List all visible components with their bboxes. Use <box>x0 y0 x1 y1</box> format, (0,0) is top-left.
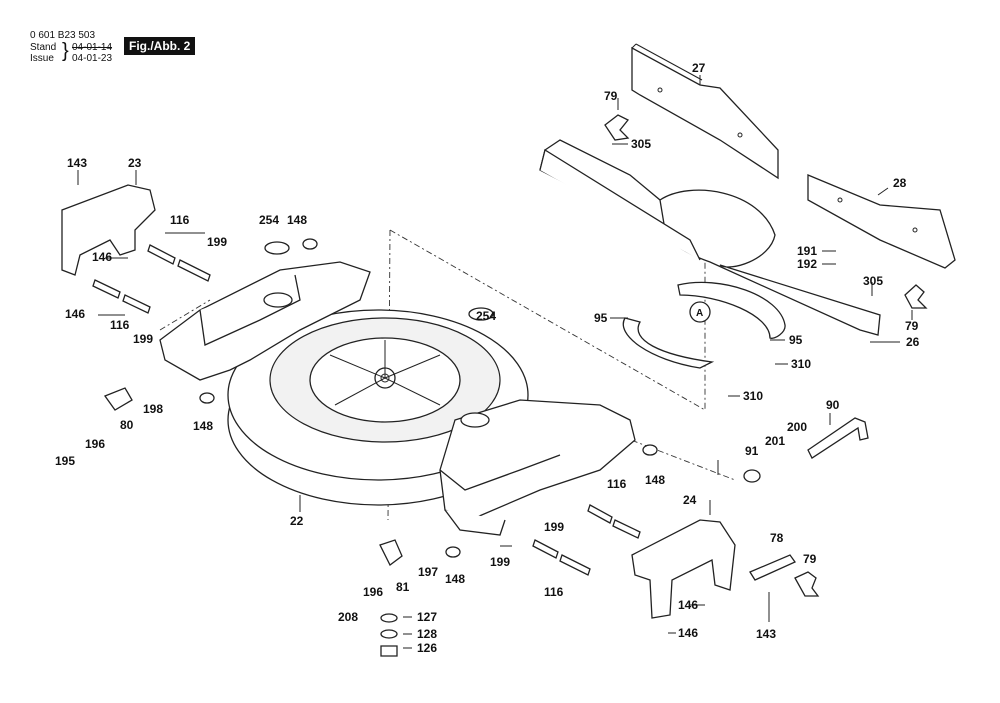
turntable <box>227 309 529 506</box>
foot-148-bottom <box>445 546 461 558</box>
callout-a: A <box>696 308 703 319</box>
callout-116a: 116 <box>170 213 190 227</box>
issue-label: Issue <box>30 53 54 64</box>
callout-208: 208 <box>338 610 358 624</box>
callout-200: 200 <box>787 420 807 434</box>
callout-197: 197 <box>418 565 438 579</box>
callout-148a: 148 <box>287 213 307 227</box>
brace-glyph: } <box>62 40 69 62</box>
callout-305a: 305 <box>631 137 651 151</box>
callout-90: 90 <box>826 398 840 412</box>
knob-91 <box>743 469 761 483</box>
callout-199a: 199 <box>207 235 227 249</box>
callout-80: 80 <box>120 418 134 432</box>
foot-148-top <box>302 238 318 250</box>
callout-95b: 95 <box>789 333 803 347</box>
callout-79b: 79 <box>905 319 919 333</box>
part-number: 0 601 B23 503 <box>30 30 96 41</box>
leader-lines <box>77 75 913 649</box>
base-left <box>159 261 371 381</box>
bracket-78 <box>749 554 796 581</box>
callout-148c: 148 <box>645 473 665 487</box>
callout-143a: 143 <box>67 156 87 170</box>
callout-labels: 143 23 116 199 146 146 116 199 254 148 2… <box>55 61 920 655</box>
callout-254b: 254 <box>476 309 496 323</box>
knob-79-right <box>904 284 928 309</box>
fence-left <box>631 43 779 180</box>
callout-196a: 196 <box>85 437 105 451</box>
detail-marker-a <box>689 301 711 323</box>
lever-80 <box>103 387 133 411</box>
fence-base <box>539 139 881 336</box>
callout-128: 128 <box>417 627 437 641</box>
callout-28: 28 <box>893 176 907 190</box>
callout-310a: 310 <box>791 357 811 371</box>
callout-22: 22 <box>290 514 304 528</box>
pad-254-top <box>264 241 290 255</box>
housing-left <box>61 184 156 276</box>
callout-91: 91 <box>745 444 759 458</box>
callout-146b: 146 <box>65 307 85 321</box>
callout-196b: 196 <box>363 585 383 599</box>
callout-116c: 116 <box>607 477 627 491</box>
callout-192: 192 <box>797 257 817 271</box>
callout-95a: 95 <box>594 311 608 325</box>
washer-128 <box>380 629 398 639</box>
foot-148-right <box>642 444 658 456</box>
pad-254-mid <box>468 307 494 321</box>
figure-badge: Fig./Abb. 2 <box>124 37 196 55</box>
callout-146c: 146 <box>678 598 698 612</box>
callout-148d: 148 <box>445 572 465 586</box>
lock-rod <box>807 417 869 459</box>
lever-81 <box>379 539 403 566</box>
knob-79-bottom <box>794 571 820 597</box>
callout-199d: 199 <box>490 555 510 569</box>
rods-upper-left <box>92 244 211 314</box>
callout-26: 26 <box>906 335 920 349</box>
callout-146a: 146 <box>92 250 112 264</box>
clamp-right <box>677 281 786 339</box>
callout-116b: 116 <box>110 318 130 332</box>
issue-date: 04-01-23 <box>72 53 113 64</box>
callout-116d: 116 <box>544 585 564 599</box>
callout-78: 78 <box>770 531 784 545</box>
foot-148-left <box>199 392 215 404</box>
callout-254a: 254 <box>259 213 279 227</box>
callout-199c: 199 <box>544 520 564 534</box>
clamp-left <box>622 317 715 369</box>
callout-27: 27 <box>692 61 706 75</box>
callout-127: 127 <box>417 610 437 624</box>
callout-79c: 79 <box>803 552 817 566</box>
callout-126: 126 <box>417 641 437 655</box>
nut-126 <box>380 645 398 657</box>
base-right <box>439 399 636 536</box>
rods-lower-right <box>532 504 641 576</box>
callout-305b: 305 <box>863 274 883 288</box>
callout-146d: 146 <box>678 626 698 640</box>
callout-148b: 148 <box>193 419 213 433</box>
stand-date: 04-01-14 <box>72 42 113 53</box>
callout-201: 201 <box>765 434 785 448</box>
callout-81: 81 <box>396 580 410 594</box>
callout-199b: 199 <box>133 332 153 346</box>
callout-23: 23 <box>128 156 142 170</box>
knob-79-top <box>604 114 630 141</box>
callout-143b: 143 <box>756 627 776 641</box>
washer-127 <box>380 613 398 623</box>
callout-191: 191 <box>797 244 817 258</box>
callout-195: 195 <box>55 454 75 468</box>
callout-198: 198 <box>143 402 163 416</box>
callout-310b: 310 <box>743 389 763 403</box>
callout-79a: 79 <box>604 89 618 103</box>
callout-24: 24 <box>683 493 697 507</box>
fence-right <box>807 174 956 269</box>
housing-right <box>631 519 736 619</box>
stand-label: Stand <box>30 42 57 53</box>
